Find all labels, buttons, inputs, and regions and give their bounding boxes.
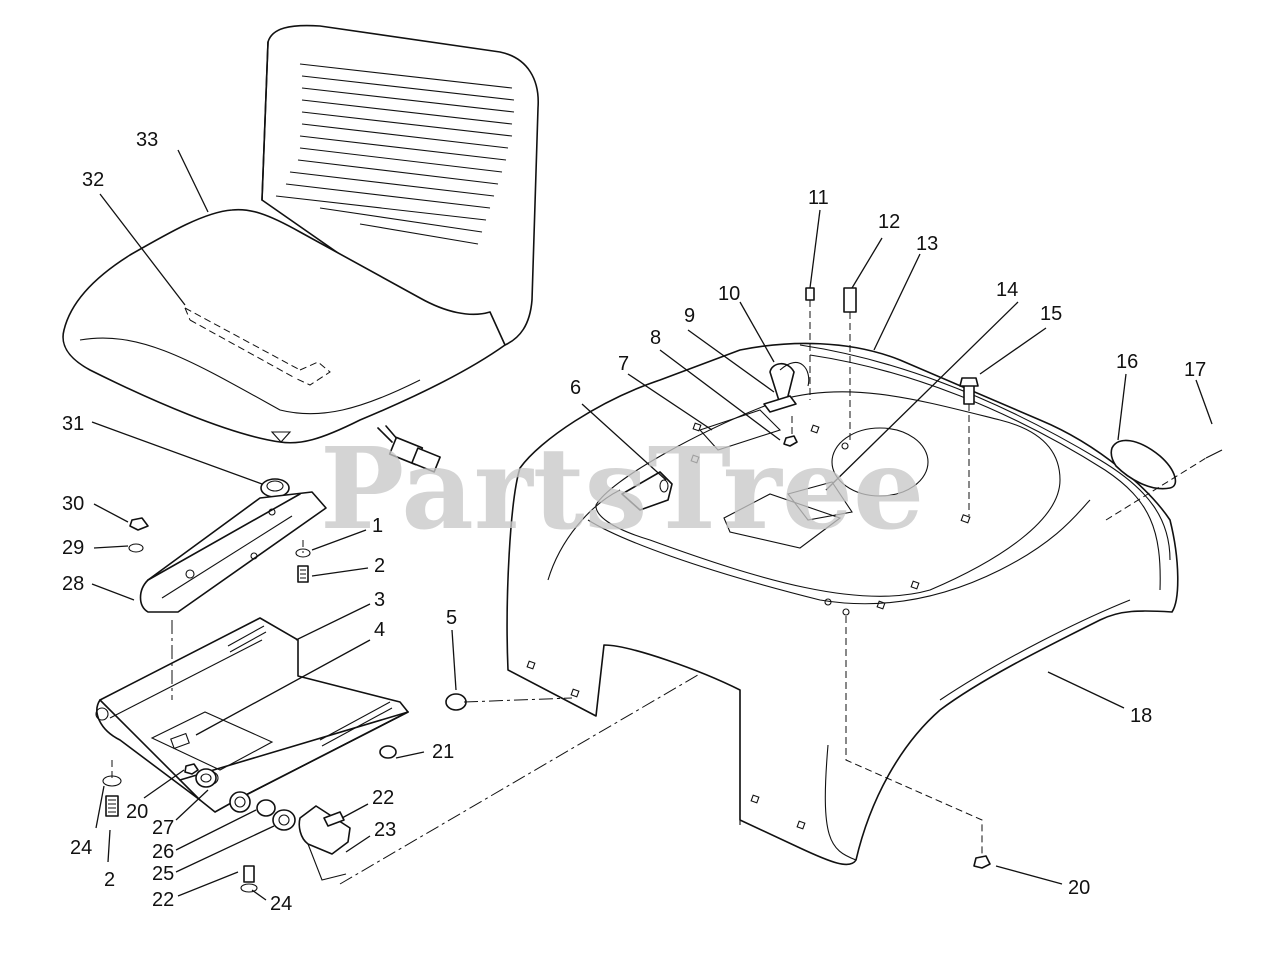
callout-26: 26 <box>152 841 174 863</box>
callout-21: 21 <box>432 741 454 763</box>
callout-27: 27 <box>152 817 174 839</box>
callout-2-bottom: 2 <box>104 869 115 891</box>
seat-hinge-bracket <box>128 478 327 613</box>
callout-24-left: 24 <box>70 837 92 859</box>
callout-25: 25 <box>152 863 174 885</box>
seat-pan-bracket <box>95 591 841 893</box>
callout-18: 18 <box>1130 705 1152 727</box>
callout-20-right: 20 <box>1068 877 1090 899</box>
callout-3: 3 <box>374 589 385 611</box>
callout-32: 32 <box>82 169 104 191</box>
leader-lines <box>91 149 1213 901</box>
rear-fender <box>445 287 1223 869</box>
callout-9: 9 <box>684 305 695 327</box>
callout-12: 12 <box>878 211 900 233</box>
callout-28: 28 <box>62 573 84 595</box>
callout-23: 23 <box>374 819 396 841</box>
watermark: PartsTree <box>320 424 924 555</box>
callout-11: 11 <box>808 187 829 209</box>
callout-22-bottom: 22 <box>152 889 174 911</box>
callout-20-left: 20 <box>126 801 148 823</box>
callout-29: 29 <box>62 537 84 559</box>
callout-13: 13 <box>916 233 938 255</box>
callout-1: 1 <box>372 515 383 537</box>
callout-16: 16 <box>1116 351 1138 373</box>
callout-17: 17 <box>1184 359 1206 381</box>
callout-22-top: 22 <box>372 787 394 809</box>
callout-8: 8 <box>650 327 661 349</box>
seat-switch-connector <box>377 425 441 473</box>
callout-30: 30 <box>62 493 84 515</box>
callout-6: 6 <box>570 377 581 399</box>
callout-14: 14 <box>996 279 1018 301</box>
callouts: 33 32 31 30 29 28 1 2 3 4 5 6 7 8 9 10 1… <box>62 129 1206 915</box>
callout-5: 5 <box>446 607 457 629</box>
callout-4: 4 <box>374 619 385 641</box>
callout-33: 33 <box>136 129 158 151</box>
callout-7: 7 <box>618 353 629 375</box>
callout-10: 10 <box>718 283 740 305</box>
callout-24-bottom: 24 <box>270 893 292 915</box>
callout-31: 31 <box>62 413 84 435</box>
seat <box>62 24 539 473</box>
callout-2: 2 <box>374 555 385 577</box>
callout-15: 15 <box>1040 303 1062 325</box>
